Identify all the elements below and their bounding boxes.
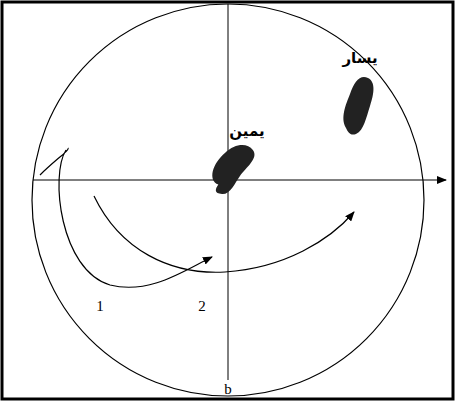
blob-right: [208, 143, 261, 196]
axis-label: b: [224, 381, 232, 398]
blob-left: [343, 77, 373, 135]
net-circle: [32, 4, 424, 396]
callout-number: 1: [96, 298, 104, 315]
side-label: يسار: [342, 50, 377, 67]
rotation-arrow-1: [40, 148, 212, 287]
side-label: يمين: [229, 123, 264, 140]
rotation-arrow-2: [94, 196, 354, 272]
callout-number: 2: [198, 298, 206, 315]
horizontal-axis: [33, 180, 446, 181]
